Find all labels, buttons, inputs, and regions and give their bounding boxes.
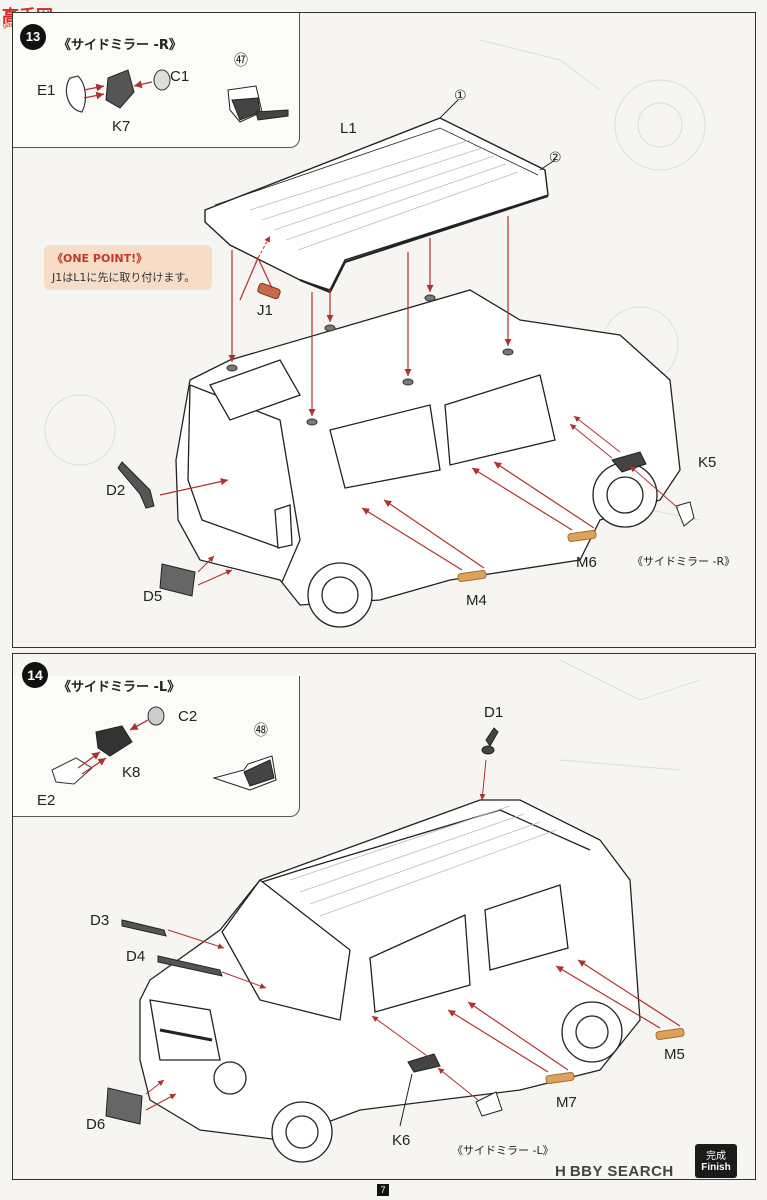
label-m6: M6 (576, 554, 597, 571)
part-j1 (257, 282, 281, 300)
car-body-rear (175, 289, 681, 628)
label-d4: D4 (126, 948, 146, 965)
label-k8: K8 (122, 764, 141, 781)
mirror-assembled-left (475, 1091, 503, 1117)
step-14-number: 14 (22, 662, 48, 688)
hobby-search-watermark: H BBY SEARCH (555, 1163, 674, 1180)
part-d4 (157, 955, 223, 977)
callout-2: ② (549, 150, 562, 166)
car-body-front (139, 799, 641, 1163)
side-mirror-l-note: 《サイドミラー -L》 (452, 1144, 554, 1157)
callout-1: ① (454, 88, 467, 104)
inset-title-l: 《サイドミラー -L》 (58, 680, 181, 695)
mirror-base-k7 (105, 69, 135, 109)
inset-title-r: 《サイドミラー -R》 (58, 38, 182, 53)
mirror-assembled-right (675, 501, 695, 527)
label-d2: D2 (106, 482, 126, 499)
ref-47: ㊼ (234, 53, 248, 69)
mirror-glass-c2 (147, 706, 165, 726)
roof-part-l1 (204, 117, 549, 294)
label-d3: D3 (90, 912, 110, 929)
one-point-title: 《ONE POINT!》 (52, 252, 148, 265)
step-14-frame (12, 653, 756, 1180)
label-c1: C1 (170, 68, 190, 85)
page-number: 7 (377, 1184, 389, 1196)
part-k5 (611, 451, 647, 473)
label-k6: K6 (392, 1132, 411, 1149)
finish-badge: 完成 Finish (695, 1144, 737, 1178)
mirror-assembled-r (227, 85, 289, 123)
ref-48: ㊽ (254, 723, 268, 739)
label-c2: C2 (178, 708, 198, 725)
inset-side-mirror-l (13, 676, 300, 817)
label-e1: E1 (37, 82, 56, 99)
part-d1-antenna (481, 727, 499, 755)
step-13-number: 13 (20, 24, 46, 50)
label-l1: L1 (340, 120, 357, 137)
label-e2: E2 (37, 792, 56, 809)
finish-en: Finish (701, 1162, 731, 1173)
one-point-note: 《ONE POINT!》 J1はL1に先に取り付けます。 (44, 245, 212, 290)
step-13-frame (12, 12, 756, 648)
label-k5: K5 (698, 454, 717, 471)
mirror-base-k8 (95, 725, 133, 757)
part-k6 (407, 1053, 441, 1073)
label-j1: J1 (257, 302, 273, 319)
mirror-assembled-l (212, 755, 277, 791)
finish-jp: 完成 (706, 1151, 726, 1162)
mirror-glass-c1 (153, 69, 171, 91)
label-m5: M5 (664, 1046, 685, 1063)
label-d1: D1 (484, 704, 504, 721)
label-m7: M7 (556, 1094, 577, 1111)
one-point-text: J1はL1に先に取り付けます。 (52, 271, 196, 284)
label-d5: D5 (143, 588, 163, 605)
part-d5 (159, 563, 196, 597)
label-m4: M4 (466, 592, 487, 609)
part-d3 (121, 919, 167, 937)
part-d6 (105, 1087, 143, 1125)
part-d2 (117, 461, 155, 509)
mirror-cover-e1 (65, 75, 87, 113)
label-k7: K7 (112, 118, 131, 135)
label-d6: D6 (86, 1116, 106, 1133)
side-mirror-r-note: 《サイドミラー -R》 (632, 555, 736, 568)
